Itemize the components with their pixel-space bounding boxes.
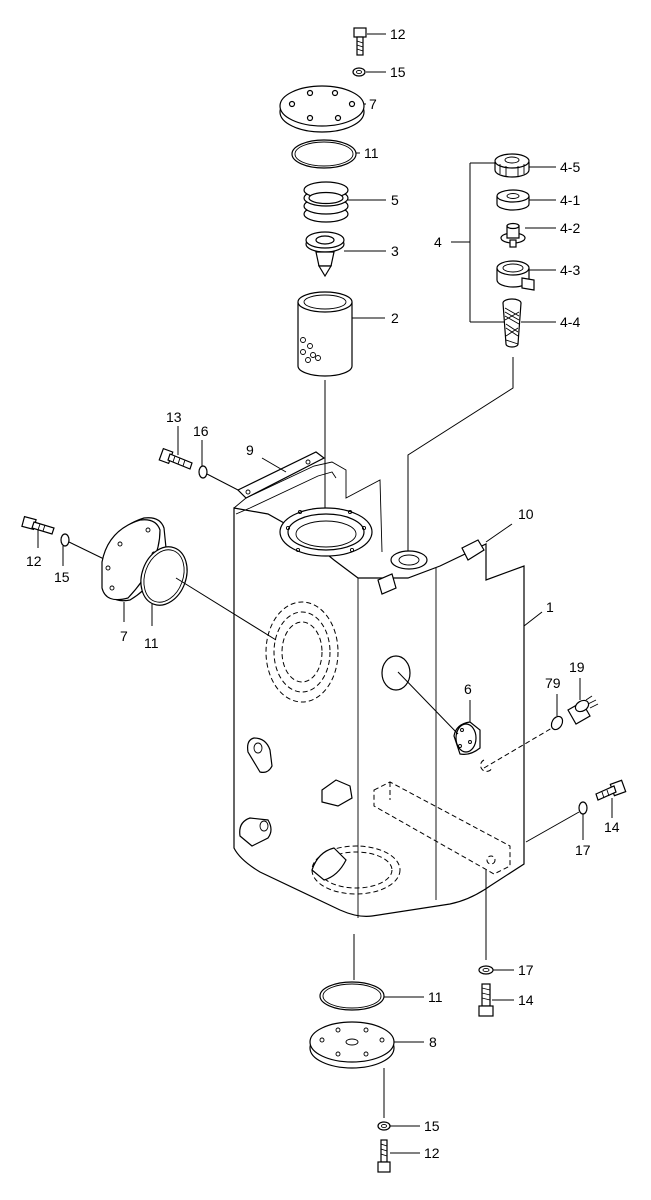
callout-10: 10 — [518, 506, 534, 522]
callout-12-bottom: 12 — [424, 1145, 440, 1161]
breather-element-4-1 — [496, 189, 530, 211]
bracket-10 — [377, 539, 485, 595]
washer-15-top — [352, 67, 366, 77]
bolt-12-left — [21, 515, 55, 535]
callout-4: 4 — [434, 234, 442, 250]
callout-17-right: 17 — [575, 842, 591, 858]
washer-15-left — [60, 533, 70, 547]
callout-4-4: 4-4 — [560, 314, 580, 330]
callout-14-right: 14 — [604, 819, 620, 835]
callout-11-top: 11 — [364, 145, 379, 161]
callout-11-bottom: 11 — [428, 989, 443, 1005]
sensor-19 — [567, 695, 599, 725]
callout-9: 9 — [246, 442, 254, 458]
callout-11-left: 11 — [144, 635, 159, 651]
callout-5: 5 — [391, 192, 399, 208]
callout-8: 8 — [429, 1034, 437, 1050]
callout-3: 3 — [391, 243, 399, 259]
bolt-14-bottom — [478, 983, 494, 1017]
cover-plate-8 — [309, 1021, 395, 1069]
callout-2: 2 — [391, 310, 399, 326]
callout-14-bottom: 14 — [518, 992, 534, 1008]
washer-16 — [198, 465, 208, 479]
breather-strainer-4-4 — [502, 298, 522, 348]
callout-79: 79 — [545, 675, 561, 691]
washer-17-bottom — [478, 965, 494, 975]
callout-4-1: 4-1 — [560, 192, 580, 208]
bolt-12-top — [353, 27, 367, 56]
callout-6: 6 — [464, 681, 472, 697]
callout-15-top: 15 — [390, 64, 406, 80]
o-ring-11-top — [291, 139, 357, 169]
callout-4-5: 4-5 — [560, 159, 580, 175]
callout-12-left: 12 — [26, 553, 42, 569]
strainer-2 — [297, 291, 353, 377]
callout-12-top: 12 — [390, 26, 406, 42]
callout-7-top: 7 — [369, 96, 377, 112]
callout-15-left: 15 — [54, 569, 70, 585]
o-ring-11-bottom — [319, 981, 385, 1011]
spring-5 — [303, 181, 349, 223]
callout-7-left: 7 — [120, 628, 128, 644]
o-ring-79 — [550, 715, 564, 731]
bolt-14-right — [595, 779, 627, 801]
callout-19: 19 — [569, 659, 585, 675]
callout-1: 1 — [546, 599, 554, 615]
washer-15-bottom — [377, 1121, 391, 1131]
callout-17-bottom: 17 — [518, 962, 534, 978]
callout-4-2: 4-2 — [560, 220, 580, 236]
bolt-12-bottom — [377, 1139, 391, 1173]
hydraulic-tank-body-1 — [233, 461, 525, 918]
bolt-13 — [158, 447, 193, 470]
level-gauge-6 — [453, 721, 481, 755]
valve-3 — [305, 231, 345, 278]
callout-16: 16 — [193, 423, 209, 439]
washer-17-right — [578, 801, 588, 815]
bracket-9 — [236, 451, 326, 499]
callout-4-3: 4-3 — [560, 262, 580, 278]
breather-body-4-3 — [496, 260, 535, 291]
callout-15-bottom: 15 — [424, 1118, 440, 1134]
cover-plate-7-top — [279, 85, 365, 133]
breather-cap-4-5 — [494, 153, 530, 178]
callout-13: 13 — [166, 409, 182, 425]
breather-valve-4-2 — [500, 222, 526, 248]
